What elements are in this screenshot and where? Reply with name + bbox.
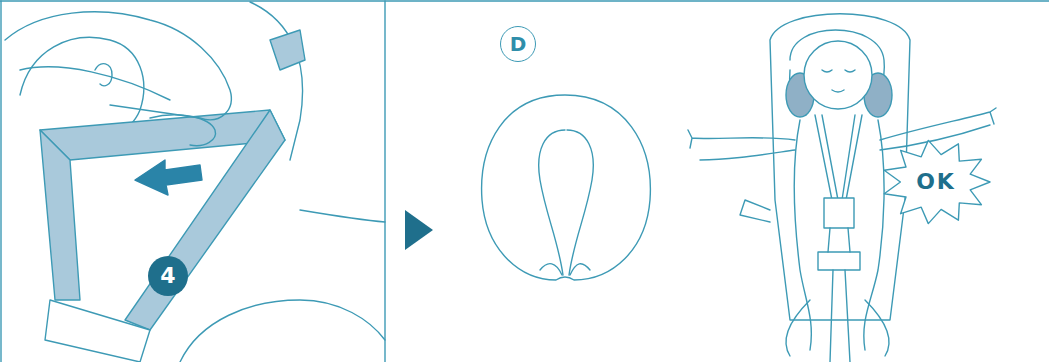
part-letter: D — [500, 26, 536, 62]
callout-number: 4 — [148, 256, 188, 296]
step-arrow — [405, 210, 433, 250]
part-letter-text: D — [510, 34, 527, 54]
ok-starburst: OK — [880, 138, 992, 226]
ok-starburst-text: OK — [916, 171, 956, 193]
callout-number-text: 4 — [160, 265, 175, 287]
